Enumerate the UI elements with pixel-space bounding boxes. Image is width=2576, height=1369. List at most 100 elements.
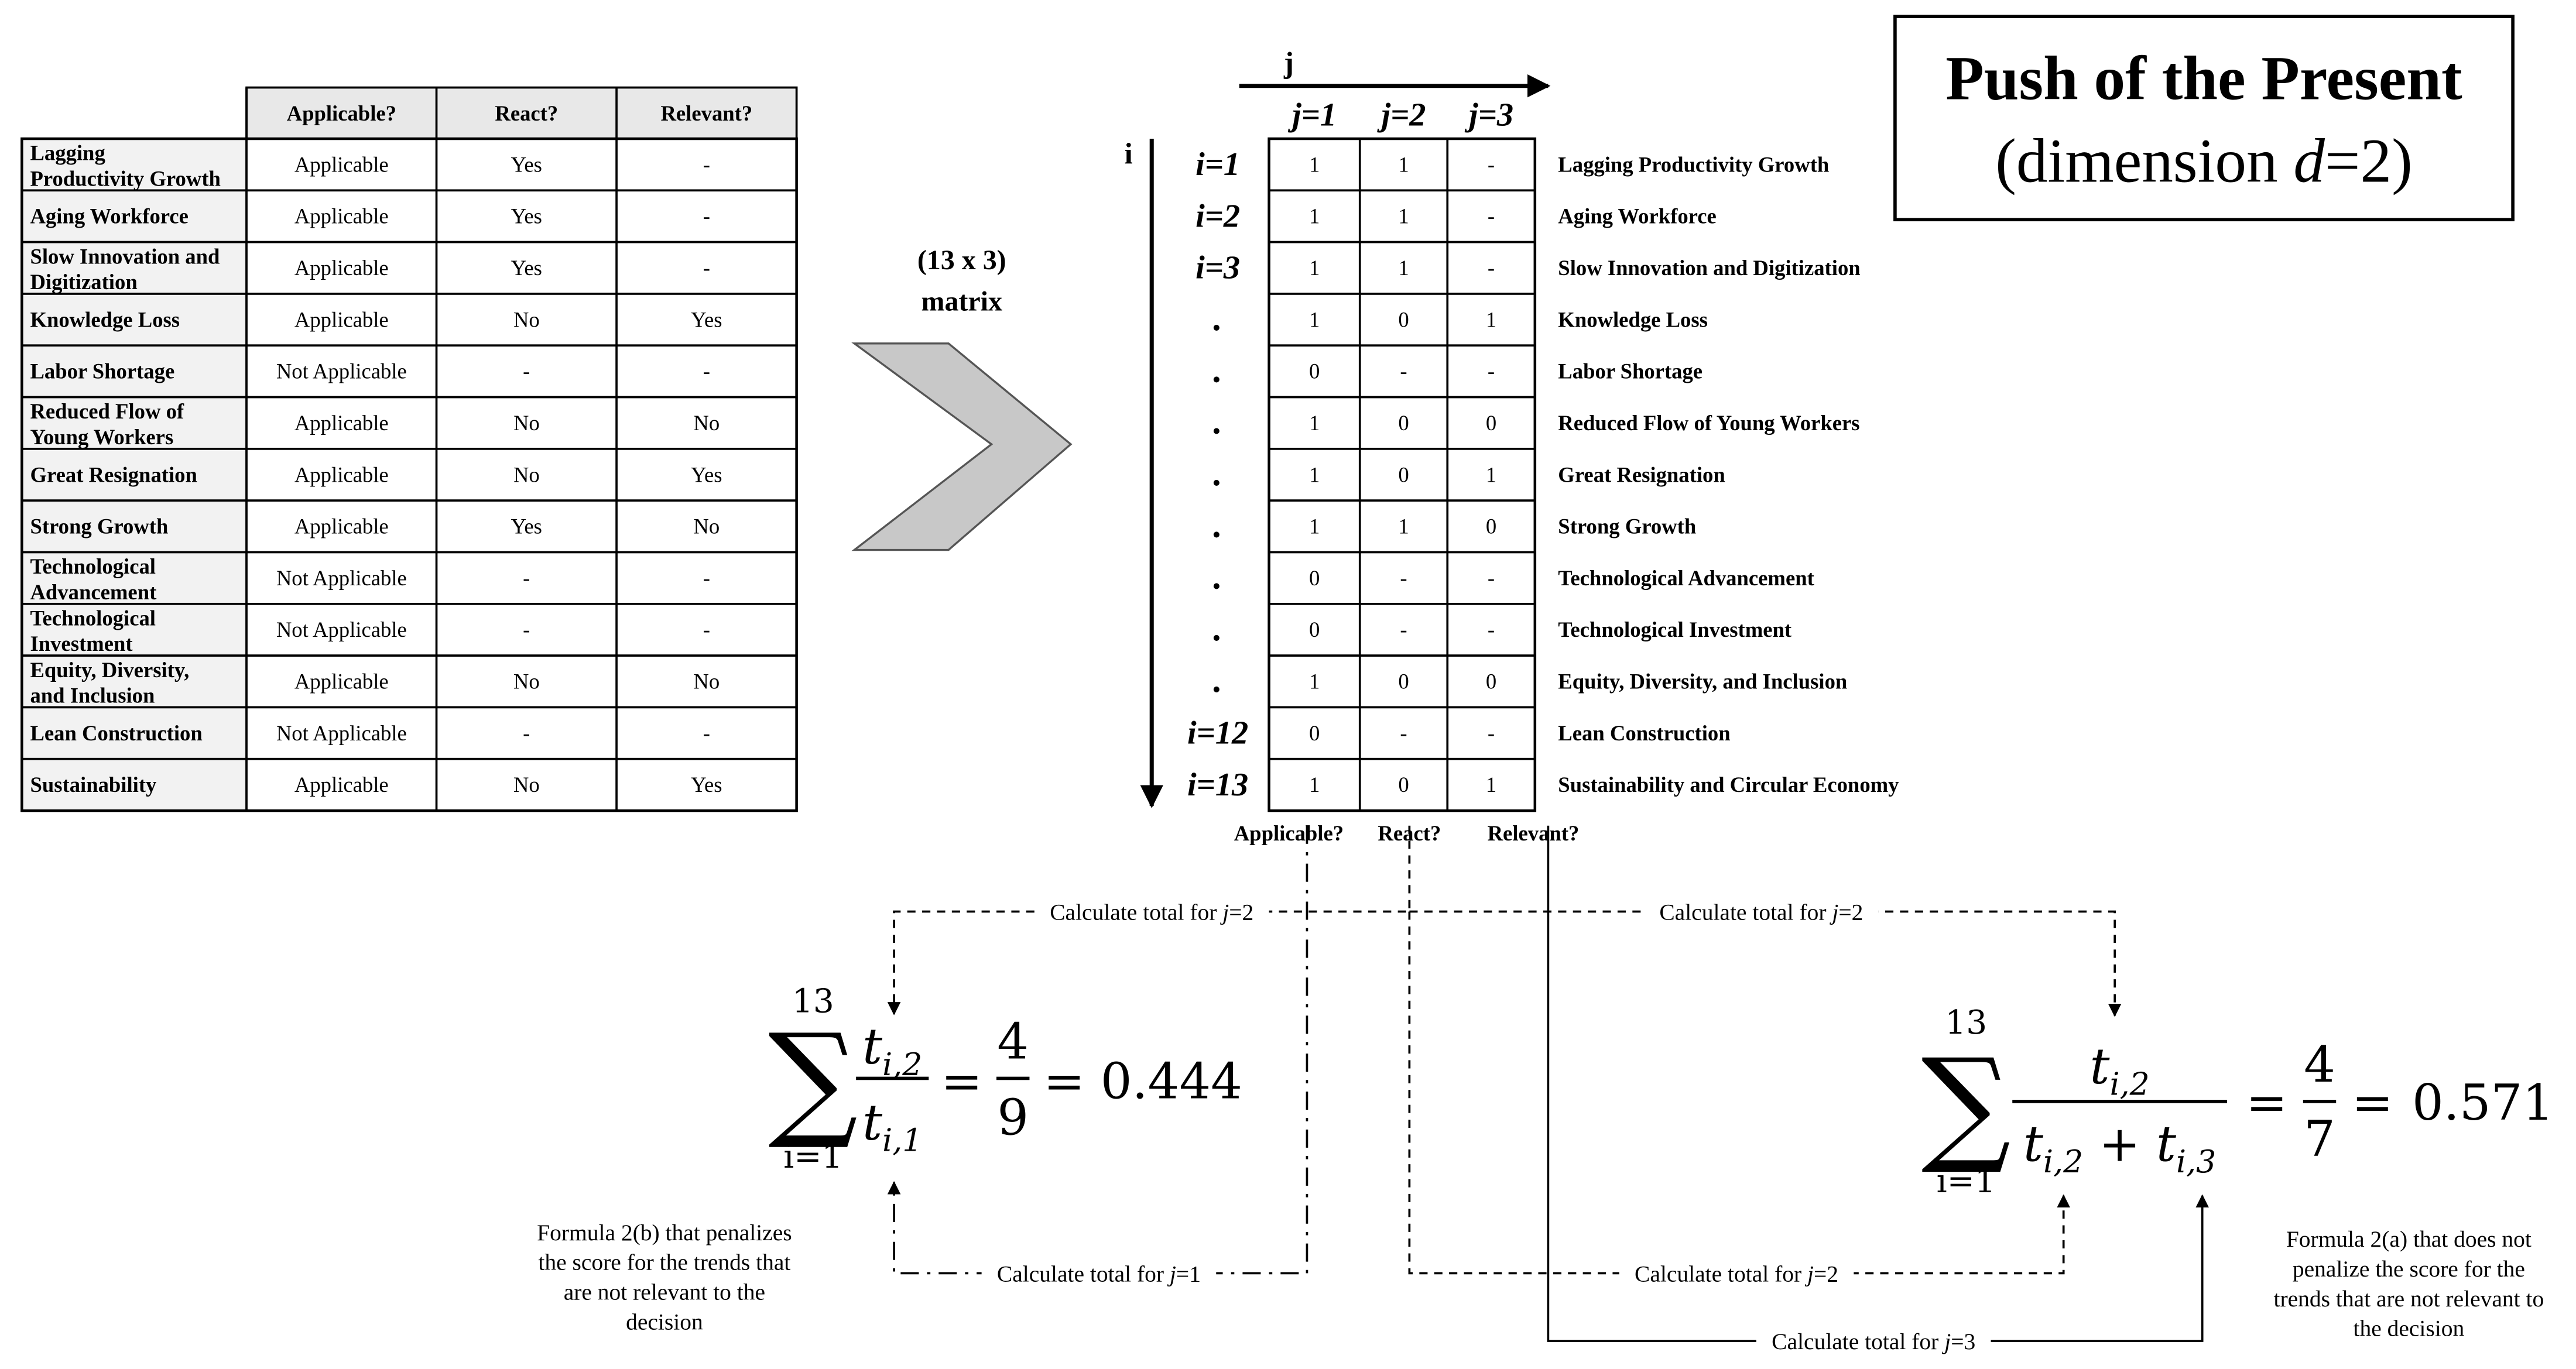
table-cell: - (703, 152, 710, 176)
table-cell: No (513, 307, 540, 331)
matrix-row-header: i=13 (1187, 767, 1248, 803)
formula-2b-caption: Formula 2(b) that penalizes the score fo… (537, 1220, 792, 1334)
table-cell: Applicable (294, 773, 389, 797)
matrix-row-header: . (1213, 505, 1222, 545)
calc-j3-label: Calculate total for j=3 (1772, 1329, 1975, 1354)
matrix-cell: 1 (1486, 773, 1496, 797)
matrix-cell: 1 (1398, 152, 1409, 176)
table-row-label: Reduced Flow of (30, 399, 184, 423)
table-cell: Not Applicable (276, 721, 407, 745)
numerator-a: ti,2 (2089, 1037, 2149, 1103)
table-cell: No (513, 670, 540, 694)
matrix-cell: 1 (1309, 152, 1320, 176)
matrix-col-header: j=3 (1464, 97, 1513, 133)
matrix-row-label: Sustainability and Circular Economy (1558, 773, 1899, 797)
sum-sign-a: ∑ (1921, 1031, 2011, 1178)
matrix-row-header: . (1213, 350, 1222, 390)
table-cell: No (693, 411, 720, 435)
table-cell: Not Applicable (276, 566, 407, 590)
table-cell: Applicable (294, 204, 389, 228)
trend-assessment-table: Applicable?React?Relevant?LaggingProduct… (20, 86, 798, 812)
table-header-bg (245, 86, 798, 140)
table-row-label: Sustainability (30, 773, 156, 797)
matrix-row-header: i=1 (1195, 146, 1240, 183)
matrix-cell: 1 (1309, 411, 1320, 435)
matrix-cell: 1 (1309, 204, 1320, 228)
matrix-col-header: j=2 (1376, 97, 1426, 133)
sum-upper-a: 13 (1945, 1004, 1987, 1042)
caption-a-line1: Formula 2(a) that does not (2286, 1226, 2532, 1252)
matrix-cell: 0 (1309, 359, 1320, 383)
matrix-cell: 0 (1309, 566, 1320, 590)
matrix-cell: 1 (1398, 204, 1409, 228)
table-cell: - (703, 566, 710, 590)
table-row: Slow Innovation andDigitizationApplicabl… (20, 241, 798, 295)
table-cell: Applicable (294, 152, 389, 176)
table-cell: Yes (511, 152, 542, 176)
caption-a-line3: trends that are not relevant to (2273, 1286, 2544, 1312)
calc-j2-bottom-label: Calculate total for j=2 (1635, 1261, 1838, 1286)
matrix-cell: - (1400, 721, 1407, 745)
table-cell: No (693, 670, 720, 694)
table-cell: No (513, 411, 540, 435)
matrix-row-label: Labor Shortage (1558, 359, 1703, 383)
matrix-cell: 1 (1309, 256, 1320, 280)
table-row-label: Technological (30, 606, 156, 630)
table-cell: - (703, 721, 710, 745)
table-cell: Not Applicable (276, 359, 407, 383)
matrix-row-label: Strong Growth (1558, 514, 1696, 538)
caption-b-line3: are not relevant to the (564, 1279, 765, 1305)
table-cell: Applicable (294, 256, 389, 280)
table-row-label: Investment (30, 632, 133, 656)
matrix-row-label: Knowledge Loss (1558, 307, 1708, 331)
matrix-cell: 0 (1486, 670, 1496, 694)
matrix-cell: 1 (1486, 462, 1496, 486)
matrix-row-header: . (1213, 660, 1222, 700)
matrix-cell: - (1488, 566, 1495, 590)
matrix-cell: 1 (1309, 670, 1320, 694)
table-row-label: Equity, Diversity, (30, 658, 189, 682)
matrix-row-label: Slow Innovation and Digitization (1558, 256, 1860, 280)
table-row-label: Digitization (30, 270, 137, 294)
matrix-word-label: matrix (922, 286, 1002, 317)
fraction-num-a: 4 (2304, 1035, 2335, 1093)
caption-b-line4: decision (626, 1309, 703, 1334)
table-cell: - (523, 721, 530, 745)
matrix-row: 0--.Technological Investment (1213, 602, 1792, 657)
caption-a-line4: the decision (2353, 1316, 2464, 1341)
matrix-cell: 0 (1398, 462, 1409, 486)
matrix-cell: 1 (1309, 462, 1320, 486)
denominator-a: ti,2 + ti,3 (2023, 1114, 2216, 1180)
table-cell: Applicable (294, 514, 389, 538)
matrix-row-label: Great Resignation (1558, 462, 1725, 486)
j-axis-label: j (1283, 46, 1294, 79)
matrix-row-header: i=2 (1195, 198, 1240, 234)
table-row-label: Young Workers (30, 425, 173, 449)
title-box: Push of the Present (dimension d=2) (1893, 15, 2515, 222)
table-row-label: Knowledge Loss (30, 307, 180, 331)
matrix-cell: 0 (1486, 514, 1496, 538)
table-cell: Yes (691, 307, 722, 331)
result-b: 0.444 (1101, 1052, 1242, 1110)
table-cell: No (513, 462, 540, 486)
matrix-row-header: i=3 (1195, 250, 1240, 286)
table-border (20, 137, 798, 812)
table-cell: No (513, 773, 540, 797)
sum-upper-b: 13 (792, 983, 834, 1021)
matrix-cell: - (1488, 359, 1495, 383)
